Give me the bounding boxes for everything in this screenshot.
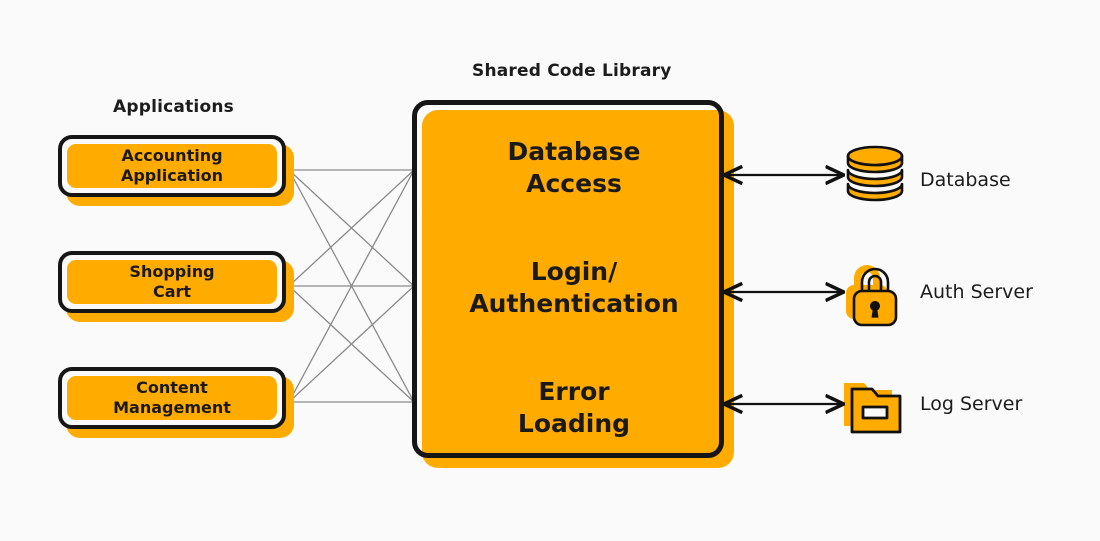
library-module-database-access[interactable]: Database Access [422, 116, 726, 220]
app-card-label: Shopping Cart [129, 261, 215, 301]
card-fill: Accounting Application [67, 144, 277, 188]
service-label: Log Server [920, 393, 1023, 415]
library-module-error-loading[interactable]: Error Loading [422, 356, 726, 460]
app-card-label: Accounting Application [120, 145, 224, 185]
card-fill: Content Management [67, 376, 277, 420]
card-fill: Shopping Cart [67, 260, 277, 304]
app-card-accounting-application[interactable]: Accounting Application [58, 135, 294, 206]
library-module-label: Error Loading [517, 376, 631, 439]
library-module-label: Login/ Authentication [469, 256, 679, 319]
applications-caption: Applications [113, 97, 234, 117]
library-module-label: Database Access [507, 136, 641, 199]
shared-library-caption: Shared Code Library [472, 61, 672, 81]
app-card-label: Content Management [113, 377, 231, 417]
service-label: Auth Server [920, 281, 1033, 303]
database-icon [846, 145, 904, 202]
card-outline: Content Management [58, 367, 286, 429]
card-outline: Shopping Cart [58, 251, 286, 313]
library-module-login-authentication[interactable]: Login/ Authentication [422, 236, 726, 340]
app-card-content-management[interactable]: Content Management [58, 367, 294, 438]
library-container-outline [412, 100, 724, 458]
app-card-shopping-cart[interactable]: Shopping Cart [58, 251, 294, 322]
folder-icon [844, 383, 902, 434]
lock-icon [846, 265, 898, 327]
service-label: Database [920, 169, 1011, 191]
card-outline: Accounting Application [58, 135, 286, 197]
